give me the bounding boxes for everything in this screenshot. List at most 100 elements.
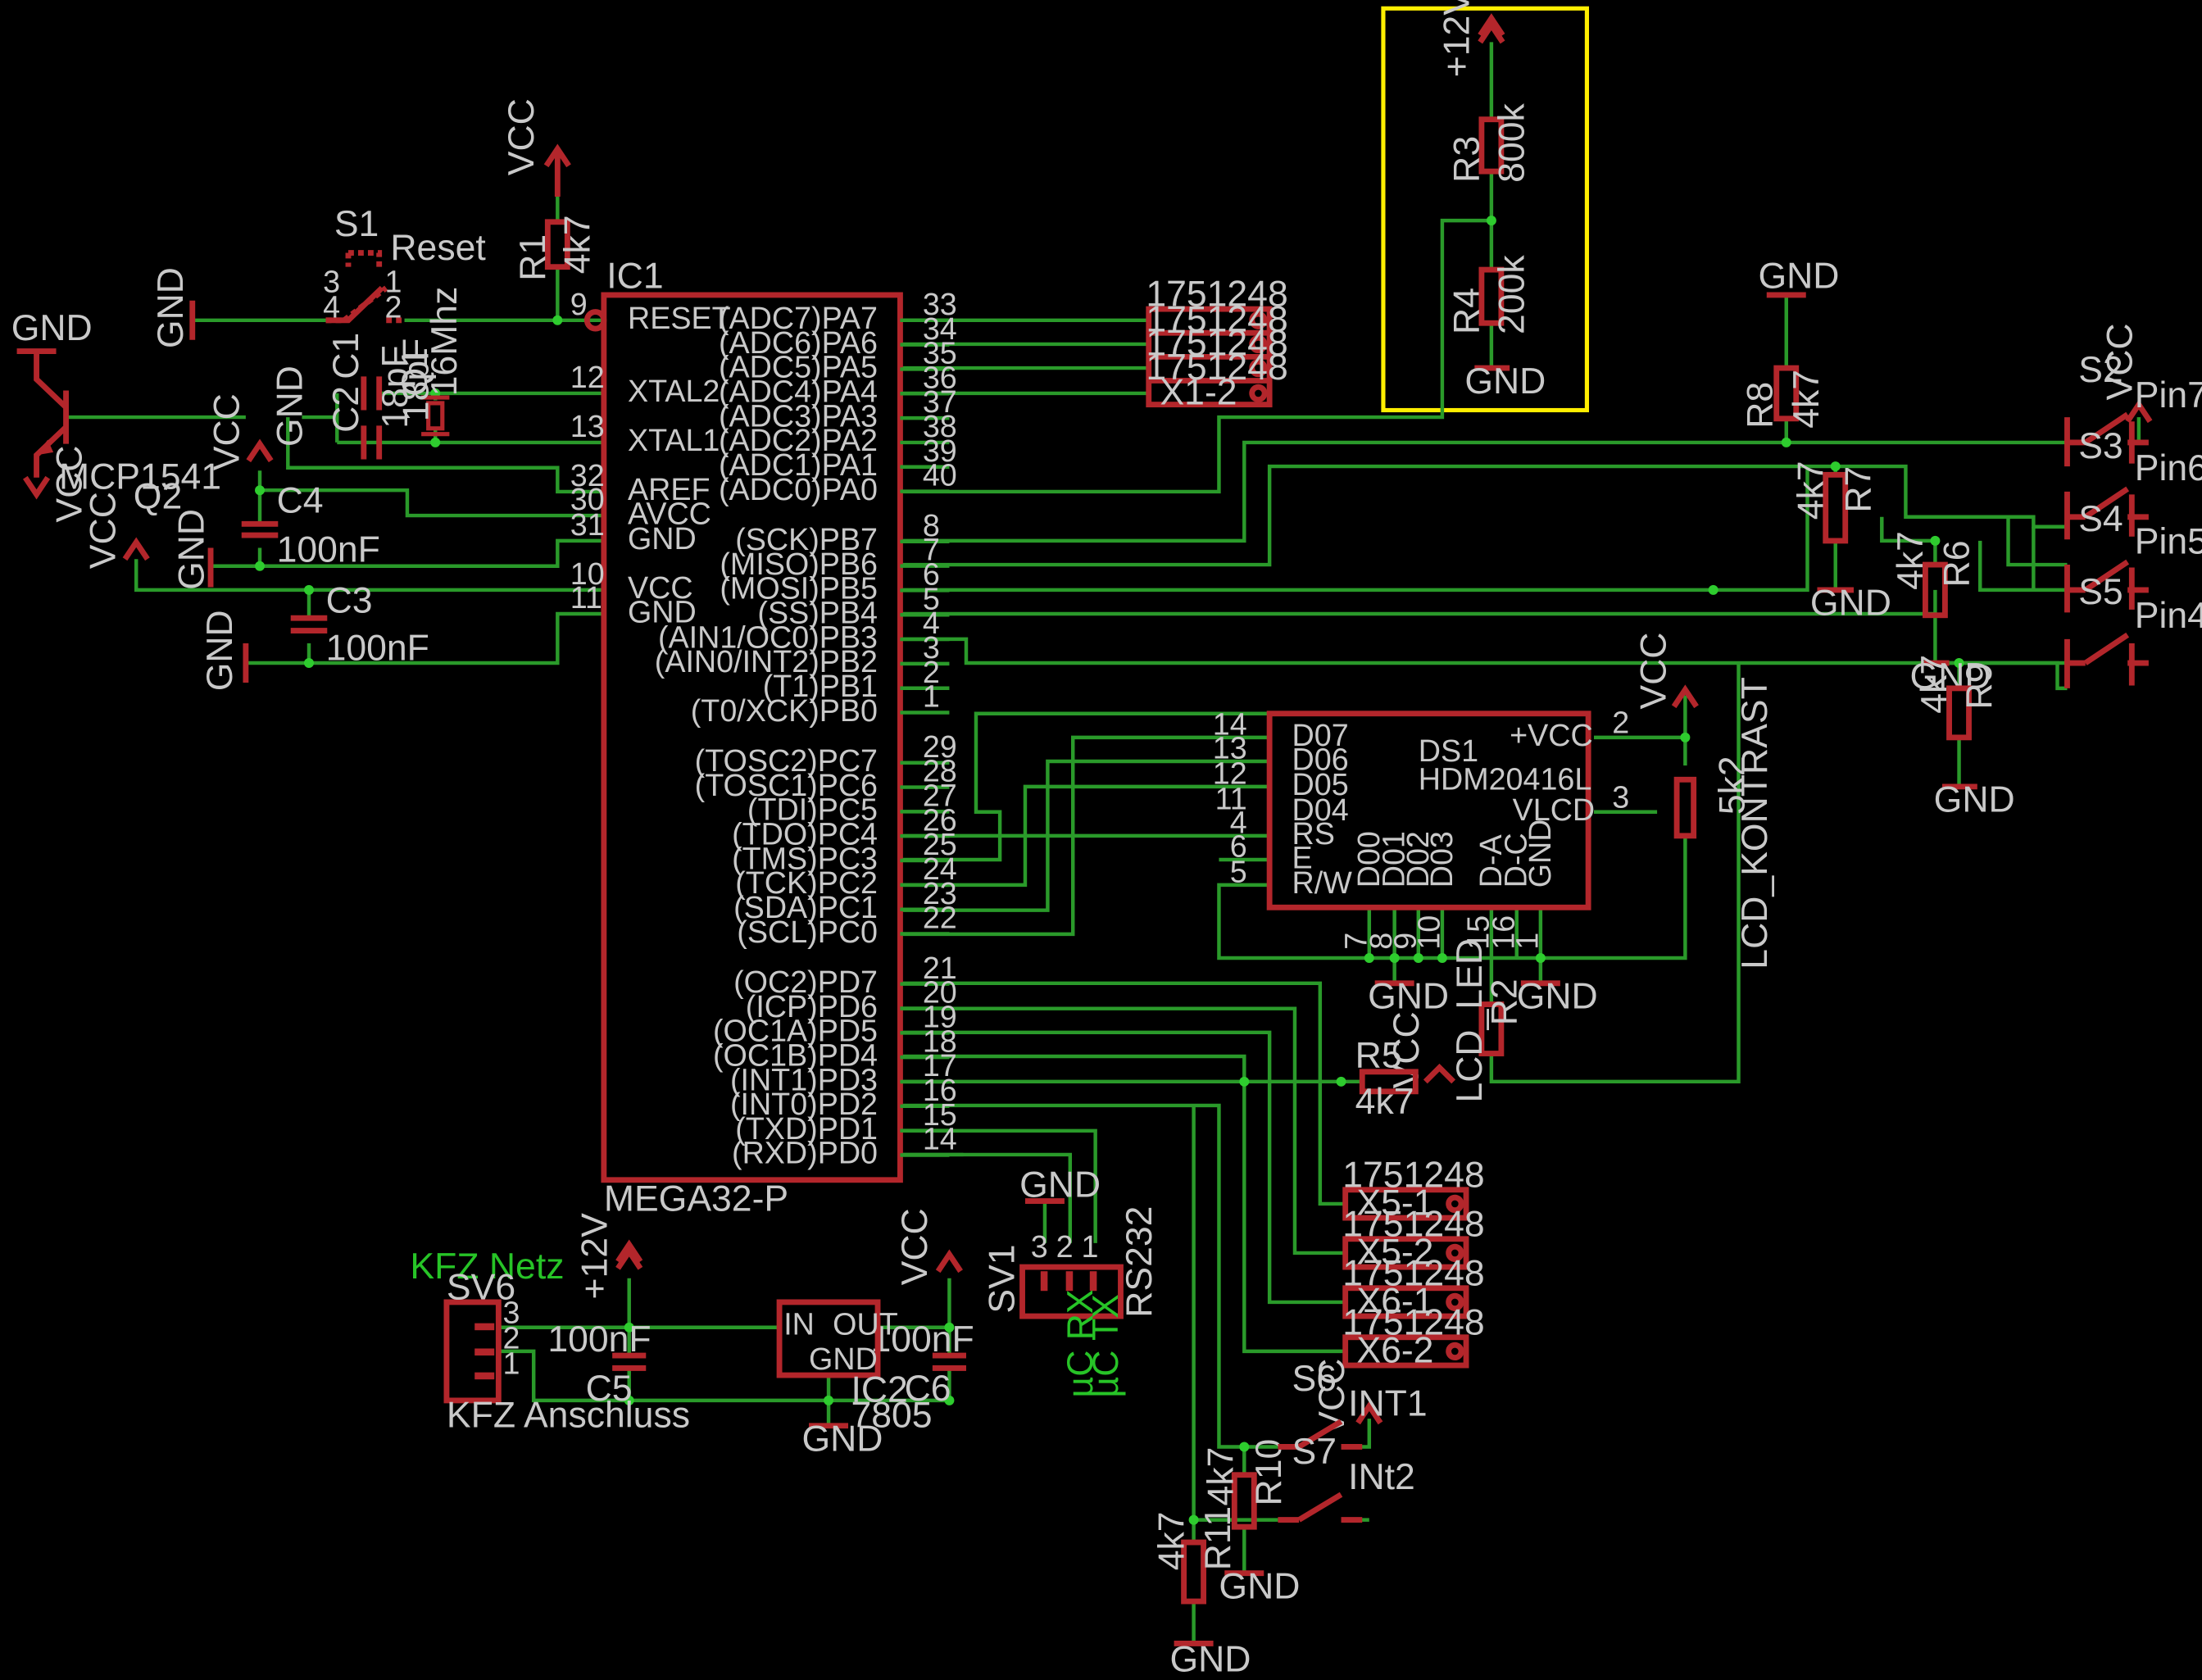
svg-text:16Mhz: 16Mhz [425, 287, 465, 397]
svg-text:3: 3 [1031, 1229, 1048, 1264]
ds1-pin-name: D02 [1401, 831, 1435, 888]
x1-part-label-3: 1751248 [1146, 324, 1287, 364]
ic1-pin-name: (ADC4)PA4 [719, 375, 878, 409]
svg-text:S2: S2 [2078, 350, 2123, 390]
connector-body [1342, 1285, 1469, 1319]
ic1-pin-name: (INT1)PD3 [730, 1062, 878, 1097]
svg-text:4k7: 4k7 [1787, 370, 1827, 429]
svg-text:3: 3 [323, 265, 340, 299]
svg-text:C4: C4 [277, 481, 324, 521]
ds1-pin-name: GND [1523, 820, 1557, 888]
ic1-pin-number: 39 [923, 434, 957, 468]
ds1-pin-number: 8 [1364, 933, 1398, 950]
kfz-netz-label: KFZ Netz [410, 1246, 564, 1287]
ic1-pin-number: 10 [570, 556, 605, 591]
svg-text:GND: GND [151, 267, 191, 348]
ds1-pin2: 2 [1612, 706, 1629, 740]
svg-text:IC2: IC2 [851, 1370, 907, 1410]
capacitors [241, 376, 966, 1371]
svg-text:7805: 7805 [851, 1395, 932, 1435]
svg-text:S6: S6 [1292, 1359, 1337, 1399]
ds1-name: DS1 [1419, 733, 1478, 768]
svg-text:VCC: VCC [895, 1208, 935, 1285]
svg-text:R10: R10 [1249, 1439, 1289, 1506]
ic1-pin-name: (OC2)PD7 [733, 965, 878, 999]
svg-text:GND: GND [1219, 1567, 1300, 1607]
ic1-pin-number: 4 [923, 606, 940, 640]
svg-text:Pin5: Pin5 [2135, 521, 2202, 561]
connector-part-label: 1751248 [1342, 1253, 1484, 1293]
connector-body [1342, 1334, 1469, 1369]
ds1-pin-number: 9 [1387, 933, 1422, 950]
ic1-pin-name: (ICP)PD6 [746, 989, 878, 1024]
svg-text:KFZ Anschluss: KFZ Anschluss [447, 1395, 690, 1435]
svg-text:2: 2 [502, 1320, 520, 1355]
ic1-pin-number: 31 [570, 507, 605, 542]
svg-text:C6: C6 [905, 1369, 951, 1409]
ds1-pin-name: D05 [1292, 767, 1349, 801]
ds1-pin-name: D-A [1473, 834, 1508, 888]
ic1-pin-number: 29 [923, 729, 957, 764]
svg-text:GND: GND [1517, 977, 1598, 1017]
ic1-pin-name: GND [628, 521, 697, 556]
ic1-pin-number: 23 [923, 876, 957, 910]
svg-text:INT1: INT1 [1348, 1384, 1428, 1424]
ic1-pin-name: (TOSC2)PC7 [695, 743, 878, 778]
ds1-pin-name: D01 [1377, 831, 1411, 888]
ds1-pin-number: 15 [1460, 915, 1495, 950]
ic1-pin-name: (TXD)PD1 [735, 1111, 878, 1146]
svg-text:100nF: 100nF [277, 530, 380, 570]
svg-text:4k7: 4k7 [1152, 1511, 1192, 1570]
ds1-pin-name: D03 [1424, 831, 1459, 888]
reset-label: Reset [390, 228, 486, 268]
svg-text:GND: GND [270, 366, 310, 447]
svg-text:R3: R3 [1446, 136, 1487, 183]
svg-text:VCC: VCC [1633, 633, 1673, 710]
capacitor-labels: C1 C2 18pF 18pF Q1 16Mhz C4 100nF C3 100… [277, 287, 974, 1409]
svg-text:SV6: SV6 [447, 1267, 515, 1307]
ic1-pin-number: 21 [923, 951, 957, 985]
svg-text:1: 1 [385, 265, 402, 299]
svg-text:GND: GND [1464, 361, 1546, 402]
svg-text:C5: C5 [586, 1369, 633, 1409]
ic1-pin-number: 16 [923, 1073, 957, 1107]
resistors [544, 116, 1972, 1605]
svg-text:S3: S3 [2078, 426, 2123, 466]
svg-text:SV1: SV1 [982, 1244, 1022, 1313]
ds1-pin-number: 7 [1338, 933, 1373, 950]
ic1-pin-name: (AIN1/OC0)PB3 [658, 620, 878, 654]
svg-text:VCC: VCC [1387, 1011, 1427, 1088]
connector-label: X6-2 [1356, 1331, 1433, 1371]
svg-text:200k: 200k [1491, 255, 1532, 334]
svg-text:3: 3 [502, 1296, 520, 1330]
ic1-pin-name: (INT0)PD2 [730, 1087, 878, 1121]
svg-text:800k: 800k [1491, 102, 1532, 182]
ds1-pin-name: D04 [1292, 792, 1349, 827]
ic1-pin-number: 28 [923, 754, 957, 788]
ic1-pin-name: (ADC3)PA3 [719, 398, 878, 433]
ic1-pin-name: (SCK)PB7 [735, 522, 878, 556]
switch-labels: S2 S3 S4 S5 Pin7 Pin6 Pin5 Pin4 S6 S7 IN… [1292, 350, 2202, 1497]
ic1-pin-number: 22 [923, 901, 957, 935]
x1-part-label-2: 1751248 [1146, 300, 1287, 340]
svg-text:Q2: Q2 [134, 476, 182, 516]
svg-text:R6: R6 [1937, 541, 1977, 588]
switches [1278, 411, 2149, 1523]
svg-text:OUT: OUT [833, 1306, 898, 1341]
ic1-pin-name: (SCL)PC0 [737, 915, 878, 949]
ds1-pin-name: R/W [1292, 865, 1353, 900]
svg-text:C1: C1 [326, 333, 366, 379]
ic1-pin-number: 37 [923, 384, 957, 419]
svg-text:VCC: VCC [1312, 1359, 1352, 1436]
ic1-pin-name: (RXD)PD0 [732, 1136, 878, 1170]
svg-text:S7: S7 [1292, 1432, 1337, 1472]
connector-pin [1446, 1194, 1464, 1214]
ic1-pin-number: 38 [923, 409, 957, 443]
ic1-pin-name: (ADC2)PA2 [719, 423, 878, 457]
power-supply: 321 KFZ Netz SV6 KFZ Anschluss IN OUT GN… [410, 1246, 932, 1436]
connector-body [1342, 1187, 1469, 1221]
q2-transistor: MCP1541 Q2 [34, 353, 221, 516]
ic1-pin-number: 11 [570, 580, 602, 615]
svg-text:GND: GND [1934, 780, 2015, 820]
